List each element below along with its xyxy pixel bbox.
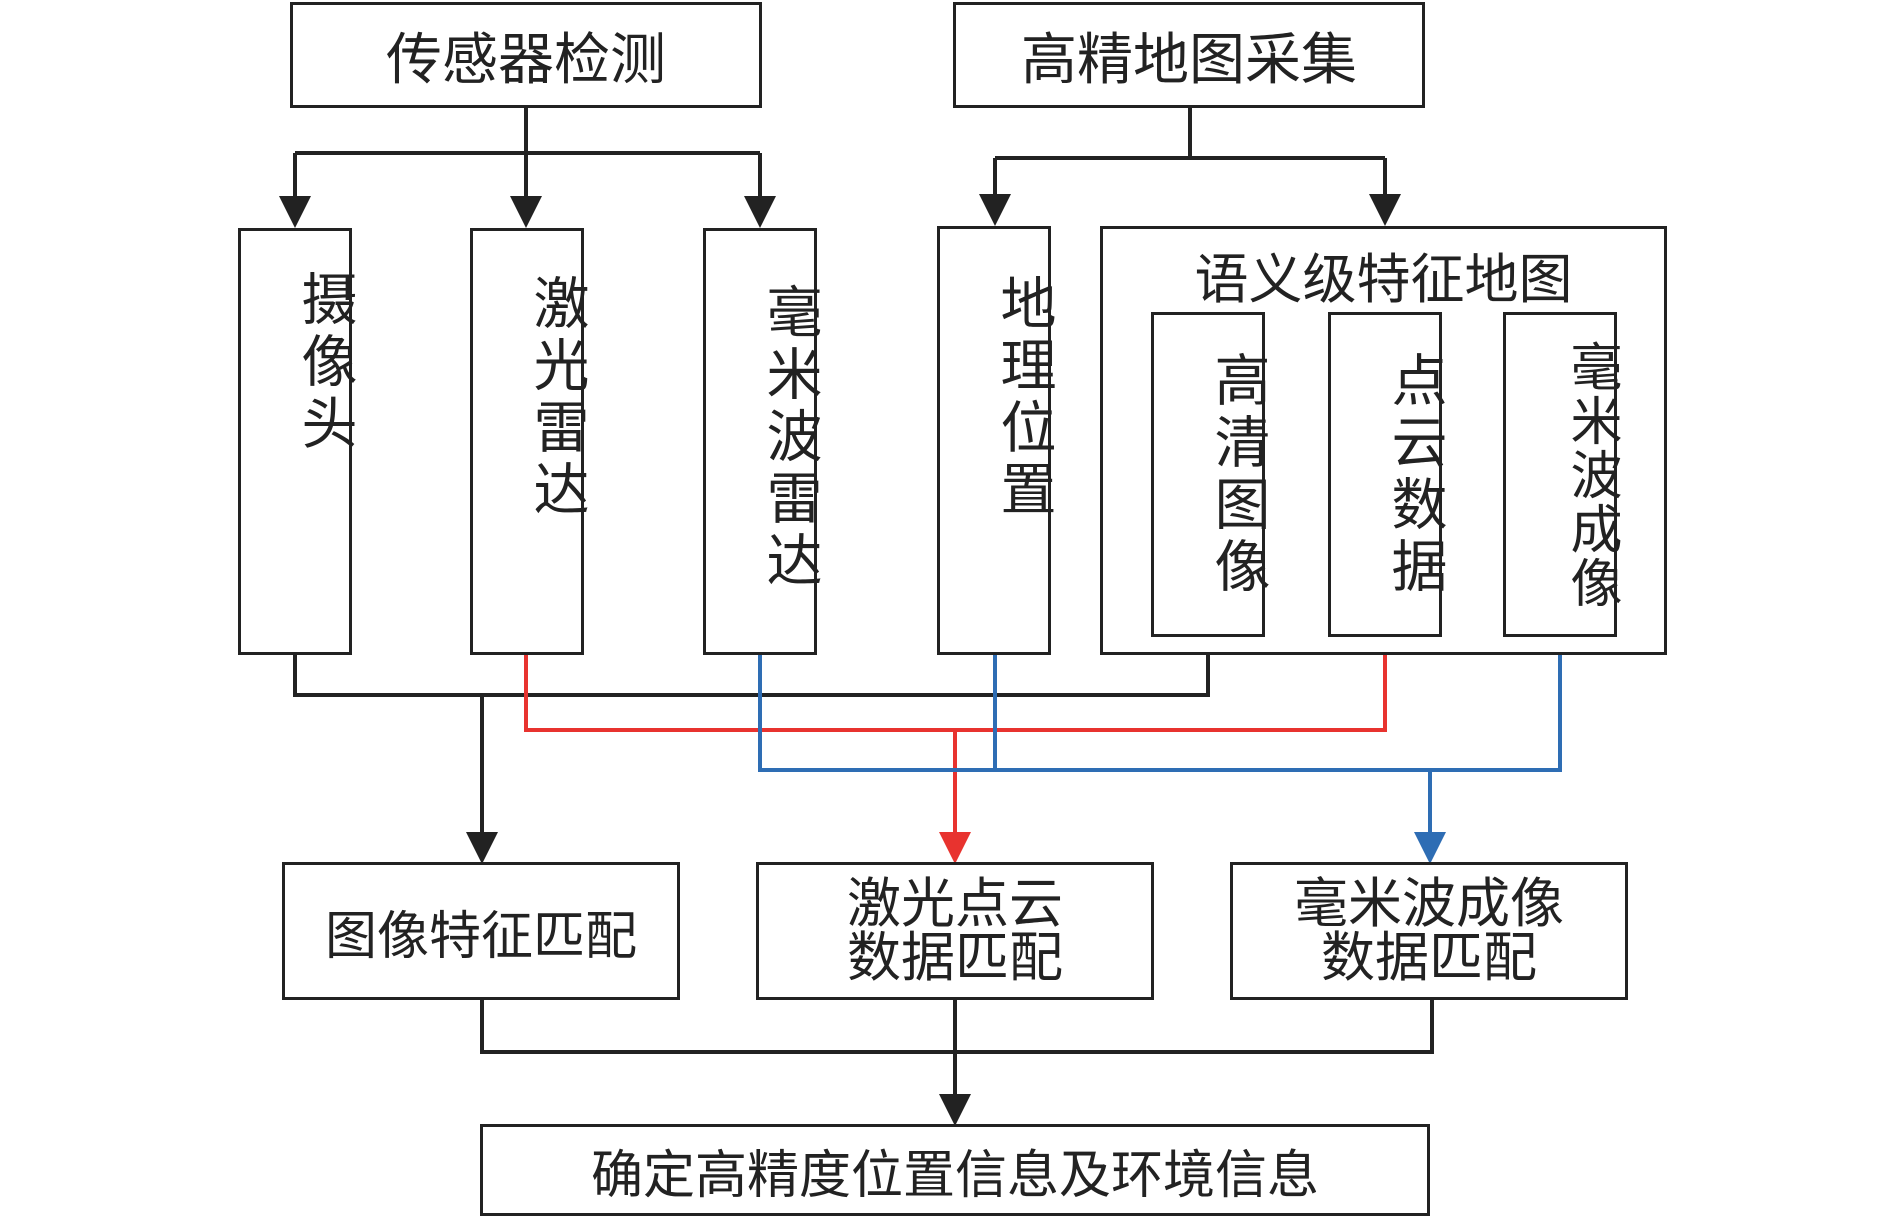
mmwave-imaging-box [1503, 312, 1617, 637]
geo-location-box [937, 226, 1051, 655]
lidar-box [470, 228, 584, 655]
radar-imaging-match-box [1230, 862, 1628, 1000]
sensor-detection-label: 传感器检测 [386, 27, 666, 93]
radar-imaging-match-label: 毫米波成像 数据匹配 [1294, 872, 1564, 989]
lidar-label: 激光雷达 [524, 274, 589, 522]
hd-image-label: 高清图像 [1205, 351, 1270, 599]
pointcloud-match-label: 激光点云 数据匹配 [847, 872, 1063, 989]
mmwave-radar-box [703, 228, 817, 655]
mmwave-radar-label: 毫米波雷达 [757, 283, 822, 593]
point-cloud-label: 点云数据 [1382, 351, 1447, 599]
hd-map-collection-label: 高精地图采集 [1021, 27, 1357, 93]
camera-box [238, 228, 352, 655]
image-feature-match-label: 图像特征匹配 [324, 906, 637, 967]
pointcloud-match-box [756, 862, 1154, 1000]
hd-map-collection-box [953, 2, 1425, 108]
image-feature-match-box [282, 862, 680, 1000]
sensor-detection-box [290, 2, 762, 108]
result-label: 确定高精度位置信息及环境信息 [590, 1145, 1319, 1206]
blue-merge-line [758, 637, 1562, 772]
result-box [480, 1124, 1430, 1216]
semantic-map-title: 语义级特征地图 [1194, 247, 1573, 311]
camera-label: 摄像头 [292, 270, 357, 456]
hd-image-box [1151, 312, 1265, 637]
point-cloud-box [1328, 312, 1442, 637]
black-merge-line [293, 644, 1210, 697]
mmwave-imaging-label: 毫米波成像 [1561, 339, 1621, 610]
geo-location-label: 地理位置 [991, 274, 1056, 522]
